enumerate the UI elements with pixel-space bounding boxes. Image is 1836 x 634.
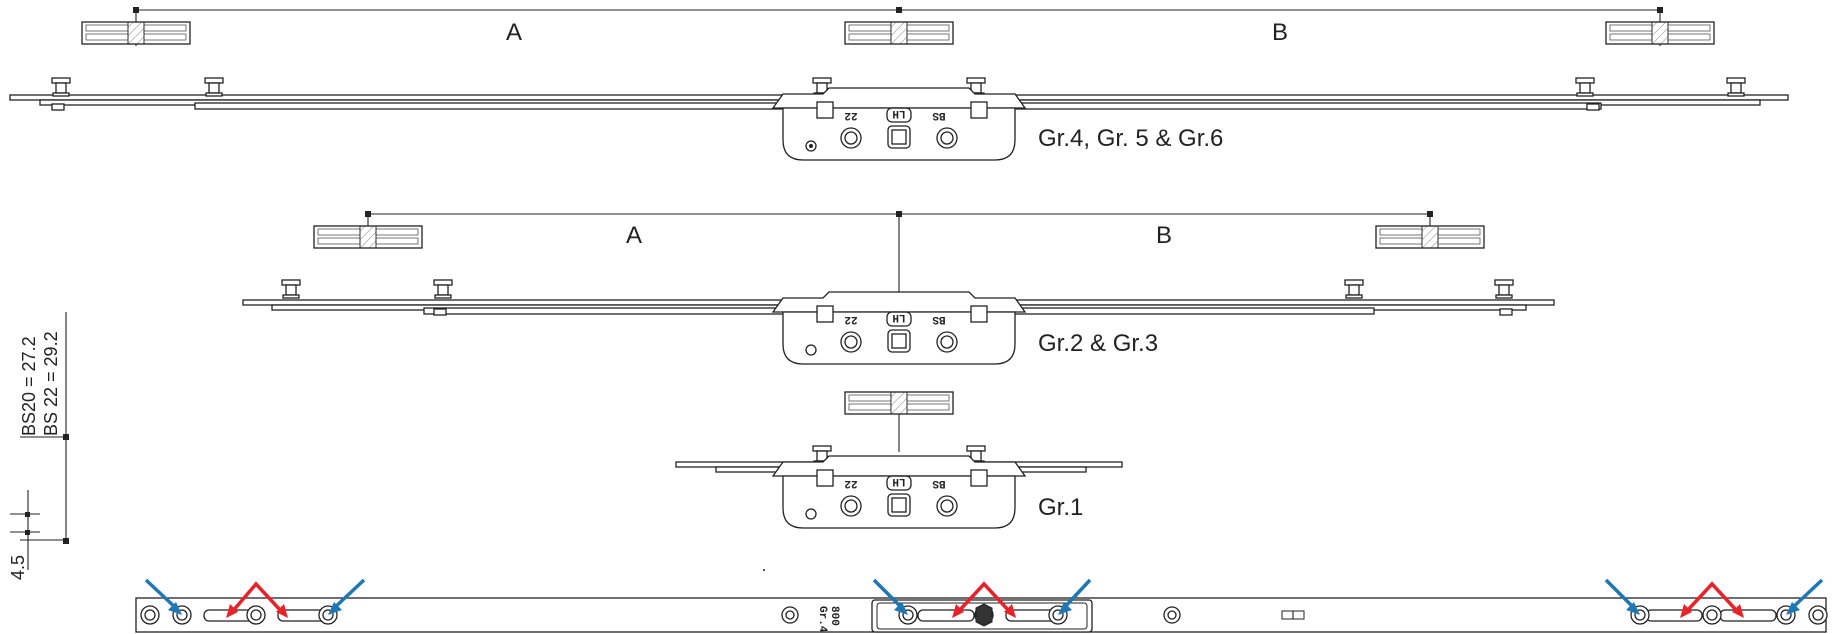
lock-case-top: 22 LH BS xyxy=(772,87,1026,161)
dimension-label-b: B xyxy=(1272,19,1288,46)
keeper-center-top xyxy=(844,21,954,45)
backset-bs22: BS 22 = 29.2 xyxy=(41,331,61,436)
assembly-gr1: 22 LH BS Gr.1 xyxy=(675,391,1123,529)
bar-marking-800: 800 xyxy=(828,606,840,626)
dimension-label-b-middle: B xyxy=(1156,222,1172,249)
red-arrows xyxy=(226,581,1744,618)
backset-bs20: BS20 = 27.2 xyxy=(19,336,39,436)
bar-marking-gr: Gr.4 xyxy=(816,606,828,633)
keeper-right-top xyxy=(1605,21,1715,45)
dimension-label-a-middle: A xyxy=(626,222,642,249)
adjustment-arrows xyxy=(144,578,1824,618)
group-label-gr1: Gr.1 xyxy=(1038,494,1083,521)
group-label-gr23: Gr.2 & Gr.3 xyxy=(1038,330,1158,357)
lock-case-lower: 22 LH BS xyxy=(772,455,1026,529)
lock-mark-22-middle: 22 xyxy=(844,313,857,325)
lock-mark-lh-lower: LH xyxy=(892,475,905,487)
face-bar: Gr.4 800 xyxy=(135,569,1828,633)
lock-mark-bs: BS xyxy=(932,109,946,121)
keeper-left-top xyxy=(81,21,191,45)
lock-mark-22-lower: 22 xyxy=(844,477,857,489)
dimension-label-a: A xyxy=(506,19,522,46)
lock-mark-22: 22 xyxy=(844,109,857,121)
offset-dimension: 4.5 xyxy=(8,555,28,580)
lock-mark-lh: LH xyxy=(892,107,905,119)
assembly-gr456: A B 22 LH BS Gr.4, Gr. 5 & Gr.6 xyxy=(9,7,1789,161)
keeper-left-middle xyxy=(313,225,423,249)
backset-dimensions: BS20 = 27.2 BS 22 = 29.2 4.5 xyxy=(8,312,69,580)
lock-mark-lh-middle: LH xyxy=(892,311,905,323)
keeper-center-lower xyxy=(844,391,954,415)
keeper-right-middle xyxy=(1375,225,1485,249)
lock-case-middle: 22 LH BS xyxy=(772,291,1026,365)
blue-arrows xyxy=(144,578,1824,615)
lock-mark-bs-lower: BS xyxy=(932,477,946,489)
assembly-gr23: A B 22 LH BS Gr.2 & Gr.3 xyxy=(242,211,1555,365)
lock-mark-bs-middle: BS xyxy=(932,313,946,325)
group-label-gr456: Gr.4, Gr. 5 & Gr.6 xyxy=(1038,125,1223,152)
